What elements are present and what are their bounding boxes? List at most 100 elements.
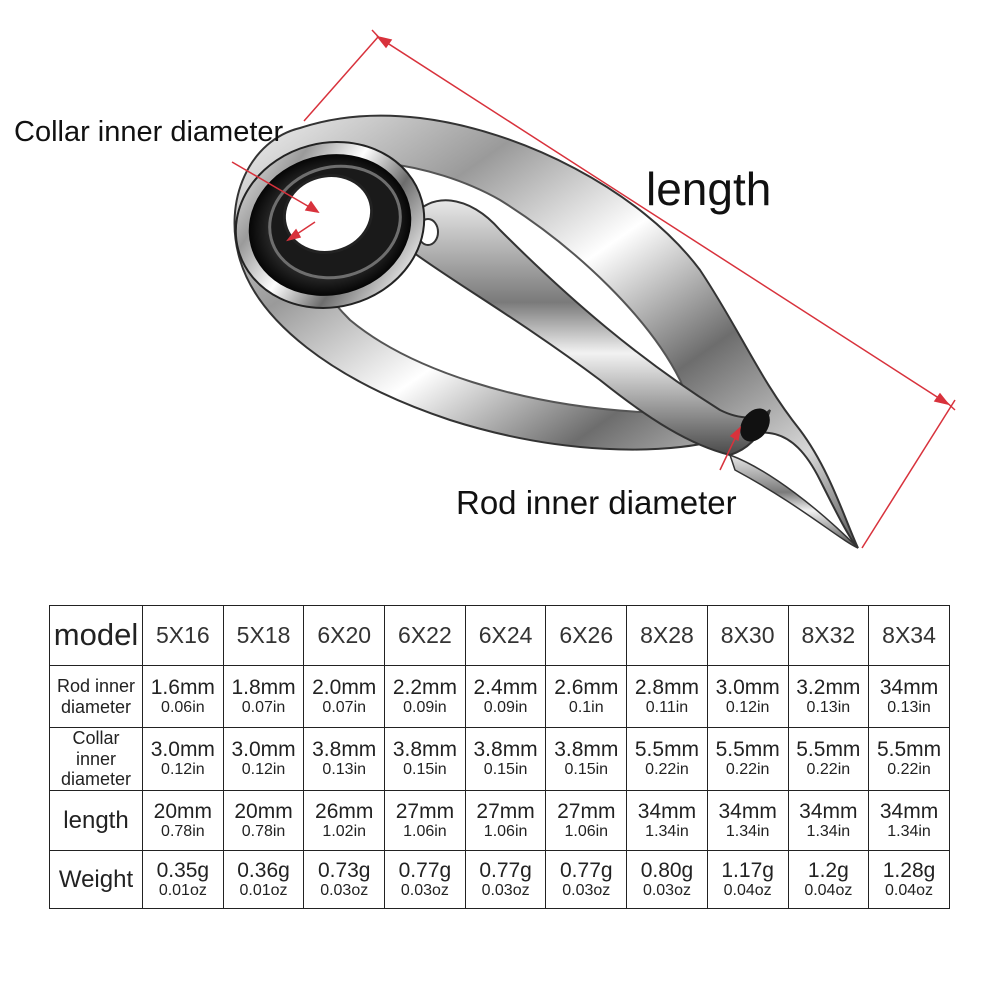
metric-value: 3.0mm: [231, 738, 296, 762]
metric-value: 27mm: [476, 799, 535, 823]
imperial-value: 0.07in: [322, 698, 367, 716]
imperial-value: 0.04oz: [885, 881, 934, 899]
metric-value: 0.77g: [398, 858, 452, 882]
imperial-value: 1.06in: [483, 822, 528, 840]
metric-value: 0.80g: [640, 858, 694, 882]
collar-inner-diameter-label: Collar inner diameter: [14, 116, 284, 148]
model-cell: 8X32: [787, 605, 870, 666]
metric-value: 5.5mm: [715, 738, 780, 762]
model-cell: 6X24: [464, 605, 547, 666]
row-label-length: length: [49, 790, 143, 852]
imperial-value: 1.34in: [806, 822, 851, 840]
imperial-value: 0.03oz: [400, 881, 449, 899]
metric-value: 3.2mm: [796, 675, 861, 699]
imperial-value: 0.78in: [161, 822, 205, 840]
metric-value: 0.35g: [156, 858, 210, 882]
imperial-value: 0.13in: [887, 698, 931, 716]
metric-value: 3.0mm: [715, 675, 780, 699]
imperial-value: 0.03oz: [481, 881, 530, 899]
imperial-value: 0.04oz: [723, 881, 772, 899]
model-cell: 6X22: [384, 605, 466, 666]
metric-value: 3.0mm: [150, 738, 215, 762]
table-header-row: model 5X16 5X18 6X20 6X22 6X24 6X26 8X28…: [49, 605, 950, 666]
row-label-collar-inner-diameter: Collar inner diameter: [49, 726, 143, 792]
metric-value: 2.4mm: [473, 675, 538, 699]
header-model: model: [49, 605, 143, 666]
metric-value: 3.8mm: [312, 738, 377, 762]
imperial-value: 0.03oz: [562, 881, 611, 899]
imperial-value: 0.13in: [322, 761, 367, 779]
row-label-line: Collar inner: [72, 728, 120, 769]
imperial-value: 0.15in: [403, 761, 447, 779]
metric-value: 3.8mm: [554, 738, 619, 762]
metric-value: 0.36g: [237, 858, 290, 882]
metric-value: 34mm: [718, 799, 777, 823]
metric-value: 3.8mm: [392, 738, 457, 762]
guide-ring: [234, 141, 426, 309]
metric-value: 20mm: [153, 799, 213, 823]
imperial-value: 0.12in: [241, 761, 286, 779]
metric-value: 5.5mm: [876, 738, 942, 762]
imperial-value: 1.34in: [887, 822, 931, 840]
rod-inner-diameter-label: Rod inner diameter: [456, 484, 737, 521]
imperial-value: 0.04oz: [804, 881, 853, 899]
spec-table: model 5X16 5X18 6X20 6X22 6X24 6X26 8X28…: [49, 605, 950, 910]
imperial-value: 0.13in: [806, 698, 851, 716]
imperial-value: 0.1in: [568, 698, 604, 716]
imperial-value: 0.03oz: [320, 881, 369, 899]
imperial-value: 0.22in: [725, 761, 770, 779]
imperial-value: 0.07in: [241, 698, 286, 716]
dimension-lines: [231, 29, 956, 549]
imperial-value: 0.01oz: [239, 881, 288, 899]
metric-value: 34mm: [799, 799, 858, 823]
metric-value: 2.8mm: [634, 675, 700, 699]
metric-value: 0.73g: [317, 858, 371, 882]
model-cell: 5X16: [142, 605, 224, 666]
imperial-value: 0.06in: [161, 698, 205, 716]
metric-value: 0.77g: [479, 858, 532, 882]
row-label-line: Rod inner: [56, 675, 136, 696]
row-label-line: diameter: [60, 769, 132, 790]
rod-tip-guide-illustration: [231, 29, 956, 549]
imperial-value: 1.02in: [322, 822, 367, 840]
imperial-value: 0.22in: [887, 761, 931, 779]
model-cell: 6X26: [545, 605, 628, 666]
imperial-value: 1.34in: [645, 822, 689, 840]
metric-value: 1.17g: [721, 858, 774, 882]
imperial-value: 0.12in: [725, 698, 770, 716]
